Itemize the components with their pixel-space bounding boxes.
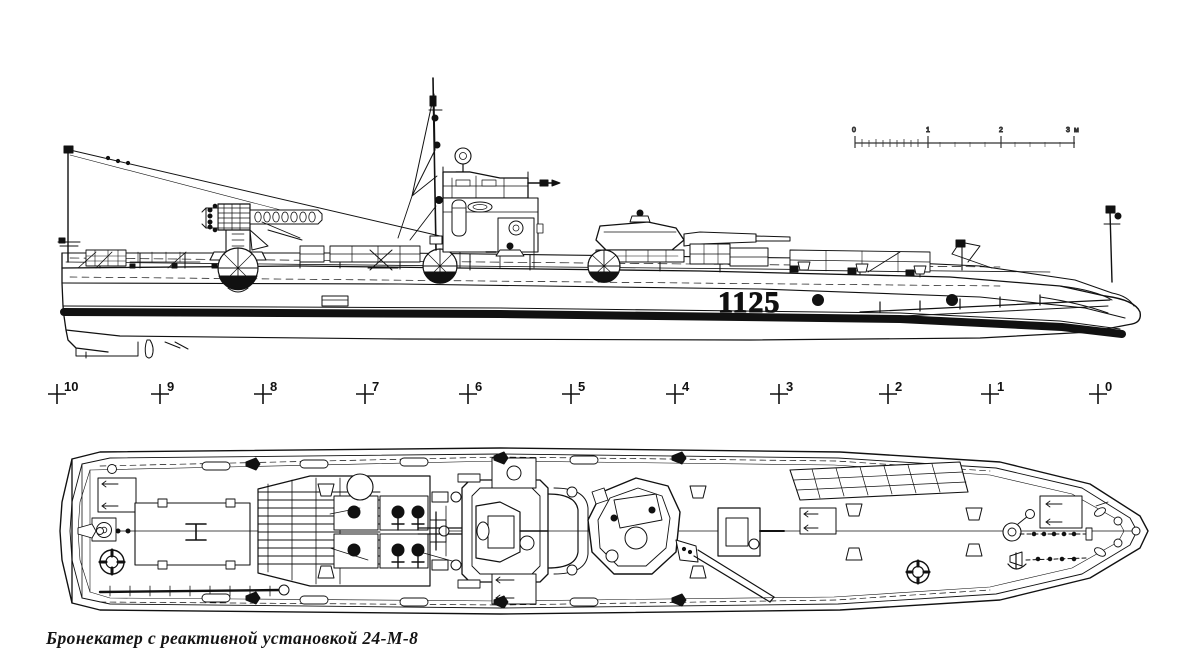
plan-deck-edge-pads (201, 455, 599, 607)
bow-gear (951, 205, 1122, 283)
station-tick-marks (48, 384, 1107, 404)
scale-tick-1: 1 (926, 127, 930, 134)
aft-deck-fittings (77, 249, 218, 269)
midship-turret-mount (422, 248, 458, 284)
figure-caption: Бронекатер с реактивной установкой 24-М-… (46, 628, 419, 648)
station-label-10: 10 (64, 379, 78, 394)
plan-wheelhouse (431, 457, 589, 605)
station-label-3: 3 (786, 379, 793, 394)
frame-station-scale: 10 9 8 7 6 5 4 3 2 1 0 (48, 379, 1112, 404)
mast-assembly (397, 77, 443, 251)
plan-grating (789, 461, 969, 501)
rocket-launcher-24-M-8 (201, 203, 323, 293)
station-label-2: 2 (895, 379, 902, 394)
plan-tank-turret (587, 477, 775, 603)
station-label-1: 1 (997, 379, 1004, 394)
station-label-7: 7 (372, 379, 379, 394)
station-label-5: 5 (578, 379, 585, 394)
station-label-4: 4 (682, 379, 690, 394)
plan-aft-deck-hatch (134, 498, 251, 570)
plan-midship-fittings (689, 485, 983, 585)
plan-view-group (59, 447, 1149, 615)
scale-bar: 0 1 2 3 м (852, 127, 1080, 148)
searchlight (454, 147, 472, 173)
plan-rocket-assembly (257, 473, 471, 587)
forward-deck-structure (689, 243, 931, 277)
hull-side-markings (321, 294, 1111, 319)
antenna-wire (69, 149, 441, 237)
hull-number-profile: 1125 (718, 286, 780, 319)
plan-aft-fittings (77, 464, 141, 576)
stern-flagstaff (57, 145, 81, 263)
midship-deck-fittings (299, 242, 525, 271)
scale-unit-label: м (1074, 127, 1079, 134)
plan-bow-gear (1002, 495, 1141, 570)
plan-side-strakes (98, 584, 290, 597)
scale-tick-0: 0 (852, 127, 856, 134)
plan-deck-edge-cleats (245, 451, 687, 609)
plan-launcher-base (417, 505, 463, 557)
wheelhouse (442, 166, 561, 199)
scale-tick-2: 2 (999, 127, 1003, 134)
conning-deckhouse (442, 197, 544, 269)
station-label-6: 6 (475, 379, 482, 394)
profile-view-group: 1125 (57, 77, 1142, 359)
station-label-9: 9 (167, 379, 174, 394)
station-label-8: 8 (270, 379, 277, 394)
scale-tick-3: 3 (1066, 127, 1070, 134)
tank-turret-aft (587, 209, 791, 283)
station-label-0: 0 (1105, 379, 1112, 394)
